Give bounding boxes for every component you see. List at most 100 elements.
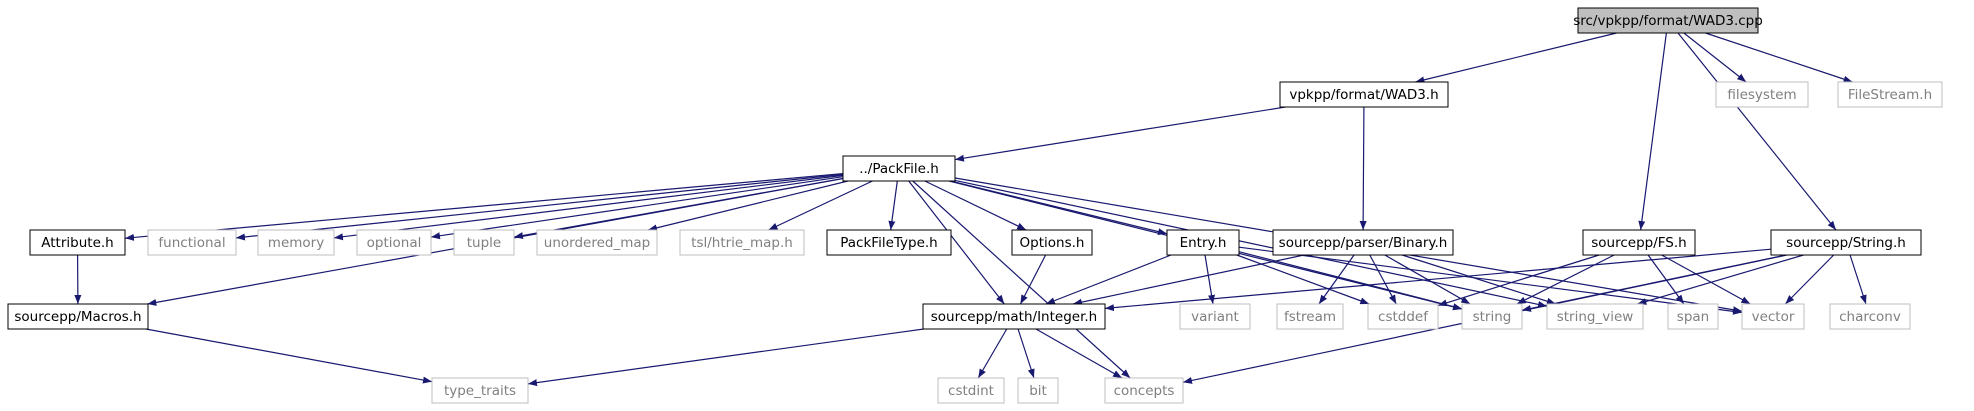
node-box-bit: [1017, 377, 1059, 404]
node-label-tuple: tuple: [467, 235, 501, 251]
node-box-tuple: [453, 229, 515, 256]
node-box-stringh: [1770, 229, 1922, 256]
node-label-bit: bit: [1029, 383, 1047, 399]
node-string_view: string_view: [1546, 303, 1644, 330]
node-options[interactable]: Options.h: [1011, 229, 1093, 256]
node-box-cstddef: [1367, 303, 1439, 330]
node-label-fs: sourcepp/FS.h: [1591, 235, 1686, 251]
node-box-wad3h: [1279, 81, 1449, 108]
edge-stringh-to-charconv: [1849, 254, 1867, 305]
node-wad3cpp[interactable]: src/vpkpp/format/WAD3.cpp: [1573, 7, 1763, 34]
node-label-concepts: concepts: [1114, 383, 1175, 399]
edge-packfile-to-packfiletype: [888, 180, 898, 231]
node-label-entry: Entry.h: [1180, 235, 1227, 251]
node-packfiletype[interactable]: PackFileType.h: [826, 229, 952, 256]
edge-packfile-to-tuple: [513, 177, 844, 240]
edge-fs-to-span: [1647, 254, 1685, 305]
node-label-attribute: Attribute.h: [41, 235, 113, 251]
edge-binary-to-cstddef: [1369, 254, 1397, 305]
edge-packfile-to-htrie: [768, 180, 873, 231]
edge-stringh-to-string: [1521, 254, 1787, 312]
node-label-options: Options.h: [1020, 235, 1085, 251]
node-integer[interactable]: sourcepp/math/Integer.h: [922, 303, 1106, 330]
node-attribute[interactable]: Attribute.h: [29, 229, 126, 256]
node-box-cstdint: [937, 377, 1005, 404]
node-functional: functional: [147, 229, 237, 256]
edge-entry-to-variant: [1204, 254, 1215, 305]
edge-binary-to-integer: [1072, 254, 1305, 306]
node-box-type_traits: [431, 377, 529, 404]
node-type_traits: type_traits: [431, 377, 529, 404]
node-htrie: tsl/htrie_map.h: [679, 229, 805, 256]
node-box-macros: [7, 303, 149, 330]
edge-wad3h-to-packfile: [954, 106, 1286, 162]
edge-packfile-to-memory: [333, 174, 844, 241]
node-box-memory: [257, 229, 335, 256]
node-span: span: [1667, 303, 1719, 330]
node-optional: optional: [356, 229, 432, 256]
node-label-optional: optional: [367, 235, 422, 251]
node-fstream: fstream: [1276, 303, 1344, 330]
node-stringh[interactable]: sourcepp/String.h: [1770, 229, 1922, 256]
node-string: string: [1461, 303, 1523, 330]
edge-packfile-to-concepts: [912, 180, 1131, 379]
edge-macros-to-type_traits: [145, 328, 433, 384]
node-label-stringh: sourcepp/String.h: [1786, 235, 1906, 251]
node-label-fstream: fstream: [1284, 309, 1336, 325]
node-entry[interactable]: Entry.h: [1166, 229, 1240, 256]
edge-integer-to-bit: [1017, 328, 1035, 379]
node-box-optional: [356, 229, 432, 256]
edge-options-to-integer: [1019, 254, 1047, 305]
node-label-variant: variant: [1191, 309, 1239, 325]
edge-binary-to-string_view: [1402, 254, 1556, 305]
node-label-type_traits: type_traits: [444, 383, 516, 399]
node-concepts: concepts: [1104, 377, 1184, 404]
node-box-unordered_map: [536, 229, 658, 256]
node-label-wad3h: vpkpp/format/WAD3.h: [1289, 87, 1438, 103]
node-variant: variant: [1179, 303, 1251, 330]
node-filestream: FileStream.h: [1837, 81, 1943, 108]
edge-wad3h-to-binary: [1359, 106, 1367, 231]
node-memory: memory: [257, 229, 335, 256]
node-box-string: [1461, 303, 1523, 330]
edge-integer-to-type_traits: [527, 328, 924, 387]
edge-binary-to-fstream: [1318, 254, 1355, 305]
edge-fs-to-vector: [1661, 254, 1751, 305]
node-packfile[interactable]: ../PackFile.h: [842, 155, 956, 182]
node-bit: bit: [1017, 377, 1059, 404]
node-box-functional: [147, 229, 237, 256]
edges-layer: [74, 32, 1867, 387]
node-label-packfile: ../PackFile.h: [859, 161, 939, 177]
edge-stringh-to-string_view: [1637, 254, 1804, 305]
node-macros[interactable]: sourcepp/Macros.h: [7, 303, 149, 330]
node-label-binary: sourcepp/parser/Binary.h: [1279, 235, 1448, 251]
edge-wad3cpp-to-filesystem: [1683, 32, 1747, 83]
node-box-packfile: [842, 155, 956, 182]
node-binary[interactable]: sourcepp/parser/Binary.h: [1272, 229, 1454, 256]
edge-wad3cpp-to-wad3h: [1415, 32, 1617, 84]
node-label-wad3cpp: src/vpkpp/format/WAD3.cpp: [1573, 13, 1763, 29]
node-box-binary: [1272, 229, 1454, 256]
node-label-vector: vector: [1752, 309, 1795, 325]
node-box-charconv: [1829, 303, 1911, 330]
node-fs[interactable]: sourcepp/FS.h: [1582, 229, 1696, 256]
edge-packfile-to-attribute: [124, 172, 844, 241]
edge-packfile-to-options: [924, 180, 1027, 231]
edge-wad3cpp-to-filestream: [1705, 32, 1853, 83]
edge-wad3cpp-to-stringh: [1677, 32, 1837, 231]
node-cstdint: cstdint: [937, 377, 1005, 404]
edge-packfile-to-functional: [235, 173, 844, 241]
edge-packfile-to-optional: [430, 176, 844, 240]
node-label-macros: sourcepp/Macros.h: [14, 309, 141, 325]
node-label-memory: memory: [268, 235, 324, 251]
edge-stringh-to-vector: [1784, 254, 1835, 305]
node-vector: vector: [1741, 303, 1805, 330]
node-box-filesystem: [1715, 81, 1809, 108]
node-box-wad3cpp: [1577, 7, 1759, 34]
node-label-htrie: tsl/htrie_map.h: [691, 235, 793, 251]
node-wad3h[interactable]: vpkpp/format/WAD3.h: [1279, 81, 1449, 108]
node-label-cstddef: cstddef: [1378, 309, 1429, 325]
node-label-functional: functional: [158, 235, 225, 251]
node-label-integer: sourcepp/math/Integer.h: [931, 309, 1098, 325]
